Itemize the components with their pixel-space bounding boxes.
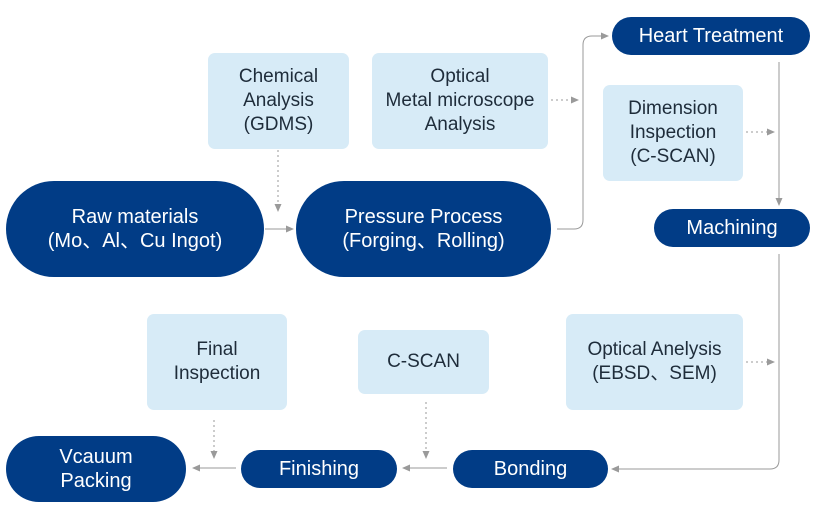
heart-treatment-label: Heart Treatment — [638, 25, 784, 47]
flow-arrow-machining-to-bonding — [611, 254, 780, 473]
pressure-process-title: Pressure Process — [344, 206, 503, 228]
bonding-node: Bonding — [453, 450, 608, 488]
raw-materials-node: Raw materials (Mo、Al、Cu Ingot) — [6, 181, 264, 277]
chemical-analysis-line-2: Analysis — [243, 90, 314, 111]
dimension-inspection-line-1: Dimension — [628, 98, 718, 119]
heart-treatment-node: Heart Treatment — [612, 17, 810, 55]
dimension-inspection-line-2: Inspection — [629, 122, 717, 143]
machining-label: Machining — [686, 217, 778, 239]
vacuum-packing-node: Vcauum Packing — [6, 436, 186, 502]
final-inspection-box: Final Inspection — [147, 314, 287, 410]
raw-materials-detail: (Mo、Al、Cu Ingot) — [47, 230, 223, 252]
final-inspection-line-1: Final — [196, 339, 238, 360]
bonding-label: Bonding — [493, 458, 568, 480]
optical-analysis-box: Optical Anelysis (EBSD、SEM) — [566, 314, 743, 410]
optical-analysis-line-2: (EBSD、SEM) — [592, 363, 717, 384]
finishing-label: Finishing — [278, 458, 360, 480]
c-scan-box: C-SCAN — [358, 330, 489, 394]
c-scan-label: C-SCAN — [387, 351, 460, 372]
optical-metal-line-3: Analysis — [424, 114, 496, 135]
optical-metal-line-1: Optical — [430, 66, 490, 87]
raw-materials-title: Raw materials — [71, 206, 199, 228]
optical-analysis-line-1: Optical Anelysis — [587, 339, 722, 360]
optical-metal-line-2: Metal microscope — [385, 90, 535, 111]
finishing-node: Finishing — [241, 450, 397, 488]
chemical-analysis-line-3: (GDMS) — [243, 114, 314, 135]
chemical-analysis-box: Chemical Analysis (GDMS) — [208, 53, 349, 149]
flow-arrow-pressure-to-heat — [557, 32, 609, 230]
vacuum-packing-line-1: Vcauum — [59, 446, 133, 468]
vacuum-packing-line-2: Packing — [60, 470, 132, 492]
final-inspection-line-2: Inspection — [173, 363, 261, 384]
optical-metal-microscope-box: Optical Metal microscope Analysis — [372, 53, 548, 149]
chemical-analysis-line-1: Chemical — [238, 66, 319, 87]
dimension-inspection-box: Dimension Inspection (C-SCAN) — [603, 85, 743, 181]
dimension-inspection-line-3: (C-SCAN) — [630, 146, 716, 167]
machining-node: Machining — [654, 209, 810, 247]
pressure-process-detail: (Forging、Rolling) — [342, 230, 505, 252]
pressure-process-node: Pressure Process (Forging、Rolling) — [296, 181, 551, 277]
